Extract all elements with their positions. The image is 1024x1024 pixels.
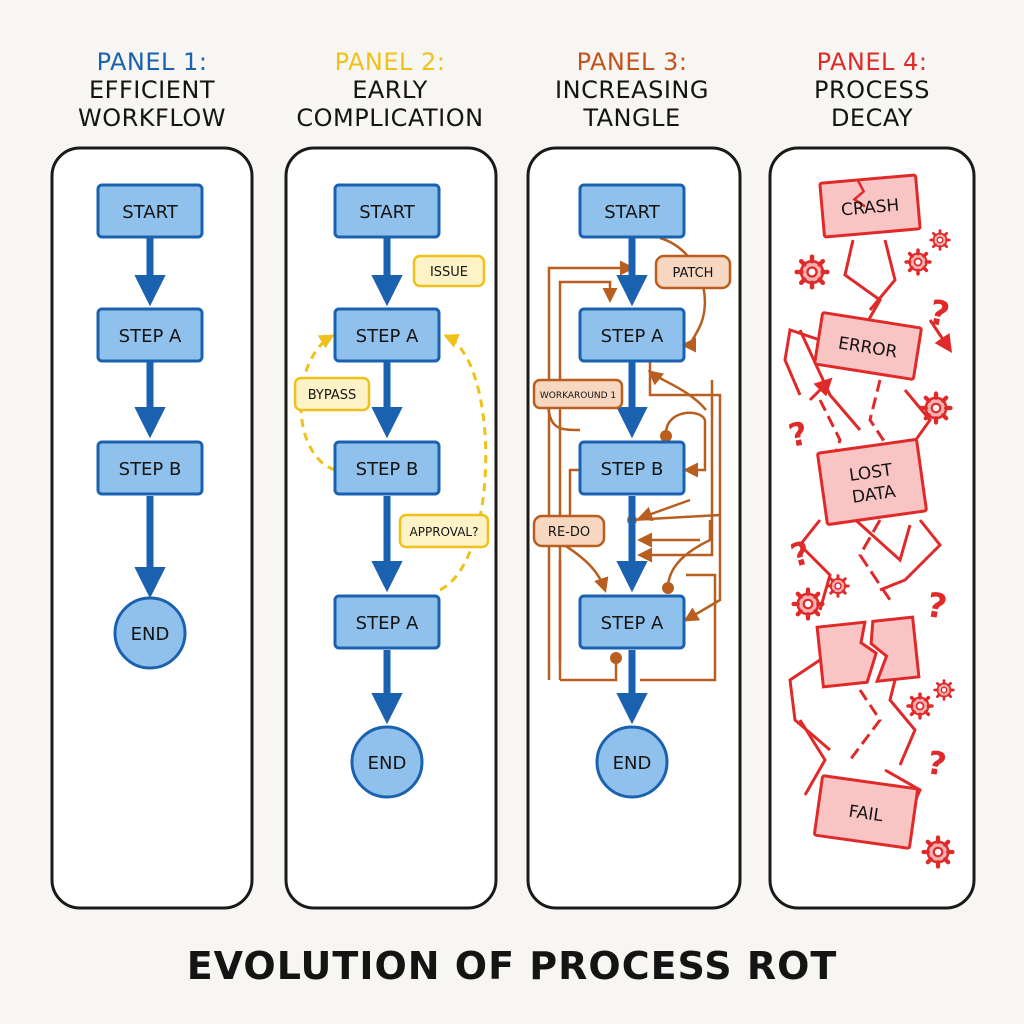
panel-3-annotation-redo: RE-DO — [532, 514, 606, 548]
panel-2-annotation-issue-label: ISSUE — [430, 265, 468, 280]
panel-1-node-end-label: END — [131, 624, 170, 645]
panel-4-node-error: ERROR — [813, 311, 923, 381]
panel-3-label: PANEL 3: — [576, 48, 688, 76]
panel-4-node-crash: CRASH — [818, 173, 922, 239]
gear-icon — [797, 257, 828, 288]
panel-1-label: PANEL 1: — [96, 48, 208, 76]
panel-4-cracked-block — [815, 615, 921, 689]
panel-3-annotation-workaround-label: WORKAROUND 1 — [540, 391, 616, 401]
panel-1-title-line-2: WORKFLOW — [78, 104, 226, 132]
panel-2-node-step-b: STEP B — [333, 440, 441, 496]
panel-2-node-step-a: STEP A — [333, 307, 441, 363]
panel-1-node-step-b-label: STEP B — [119, 459, 182, 480]
panel-1-node-step-b: STEP B — [96, 440, 204, 496]
diagram-title: EVOLUTION OF PROCESS ROT — [186, 944, 838, 988]
panel-2-annotation-issue: ISSUE — [412, 254, 486, 288]
panel-2-node-start: START — [333, 183, 441, 239]
panel-3-node-end: END — [595, 725, 669, 799]
panel-2-label: PANEL 2: — [334, 48, 446, 76]
panel-4-node-fail: FAIL — [813, 774, 919, 850]
panel-2-node-start-label: START — [359, 202, 416, 223]
panel-3-node-step-a-repeat-label: STEP A — [601, 613, 664, 634]
panel-3-node-start: START — [578, 183, 686, 239]
panel-3-title-line-2: TANGLE — [583, 104, 681, 132]
panel-1-heading: PANEL 1: EFFICIENT WORKFLOW — [32, 48, 272, 132]
panel-4-title-line-1: PROCESS — [814, 76, 930, 104]
panel-3-annotation-patch-label: PATCH — [673, 266, 714, 281]
panel-4-title-line-2: DECAY — [830, 104, 914, 132]
panel-2-node-step-a-repeat: STEP A — [333, 594, 441, 650]
panel-2-heading: PANEL 2: EARLY COMPLICATION — [270, 48, 510, 132]
panel-1-node-end: END — [113, 596, 187, 670]
gear-icon — [794, 590, 823, 619]
panel-2-annotation-bypass-label: BYPASS — [308, 388, 357, 403]
gear-icon — [826, 574, 850, 598]
panel-1-node-step-a: STEP A — [96, 307, 204, 363]
panel-3-heading: PANEL 3: INCREASING TANGLE — [512, 48, 752, 132]
panel-2-node-step-a-repeat-label: STEP A — [356, 613, 419, 634]
panel-2-flow: START STEP A STEP B STEP A END ISSUE — [293, 183, 490, 799]
panel-2-node-step-a-label: STEP A — [356, 326, 419, 347]
panel-2-annotation-approval: APPROVAL? — [398, 513, 490, 549]
panel-3-annotation-redo-label: RE-DO — [548, 525, 590, 540]
gear-icon — [906, 692, 934, 720]
panel-3-node-step-b-label: STEP B — [601, 459, 664, 480]
gear-icon — [933, 679, 955, 701]
gear-icon — [924, 838, 953, 867]
panel-3-node-step-b: STEP B — [578, 440, 686, 496]
panel-3-annotation-patch: PATCH — [654, 254, 732, 290]
panel-1-node-start: START — [96, 183, 204, 239]
panel-2-node-step-b-label: STEP B — [356, 459, 419, 480]
panel-2-node-end-label: END — [368, 753, 407, 774]
panel-1-node-start-label: START — [122, 202, 179, 223]
panel-3-node-step-a: STEP A — [578, 307, 686, 363]
panel-1-title-line-1: EFFICIENT — [89, 76, 215, 104]
panel-2-annotation-approval-label: APPROVAL? — [410, 525, 479, 539]
panel-2-node-end: END — [350, 725, 424, 799]
panel-3-flow: START STEP A STEP B STEP A END PATCH — [532, 183, 732, 799]
panel-1-flow: START STEP A STEP B END — [96, 183, 204, 670]
panel-3-node-step-a-label: STEP A — [601, 326, 664, 347]
panel-2-title-line-2: COMPLICATION — [296, 104, 484, 132]
gear-icon — [904, 248, 932, 276]
panel-3-node-end-label: END — [613, 753, 652, 774]
panel-4-node-fail-label: FAIL — [847, 802, 884, 827]
panel-4-flow: CRASH ERROR LOST DATA FAIL — [783, 173, 955, 867]
panel-2-title-line-1: EARLY — [352, 76, 428, 104]
panel-1-node-step-a-label: STEP A — [119, 326, 182, 347]
panel-3-title-line-1: INCREASING — [555, 76, 709, 104]
gear-icon — [922, 394, 951, 423]
panel-3-node-step-a-repeat: STEP A — [578, 594, 686, 650]
panel-4-label: PANEL 4: — [816, 48, 928, 76]
gear-icon — [929, 229, 951, 251]
panel-4-node-lost-data: LOST DATA — [816, 438, 928, 526]
panel-3-annotation-workaround: WORKAROUND 1 — [532, 378, 624, 410]
panel-4-heading: PANEL 4: PROCESS DECAY — [752, 48, 992, 132]
panel-4-broken-lines — [783, 239, 952, 836]
panel-2-annotation-bypass: BYPASS — [293, 376, 371, 412]
panel-3-node-start-label: START — [604, 202, 661, 223]
